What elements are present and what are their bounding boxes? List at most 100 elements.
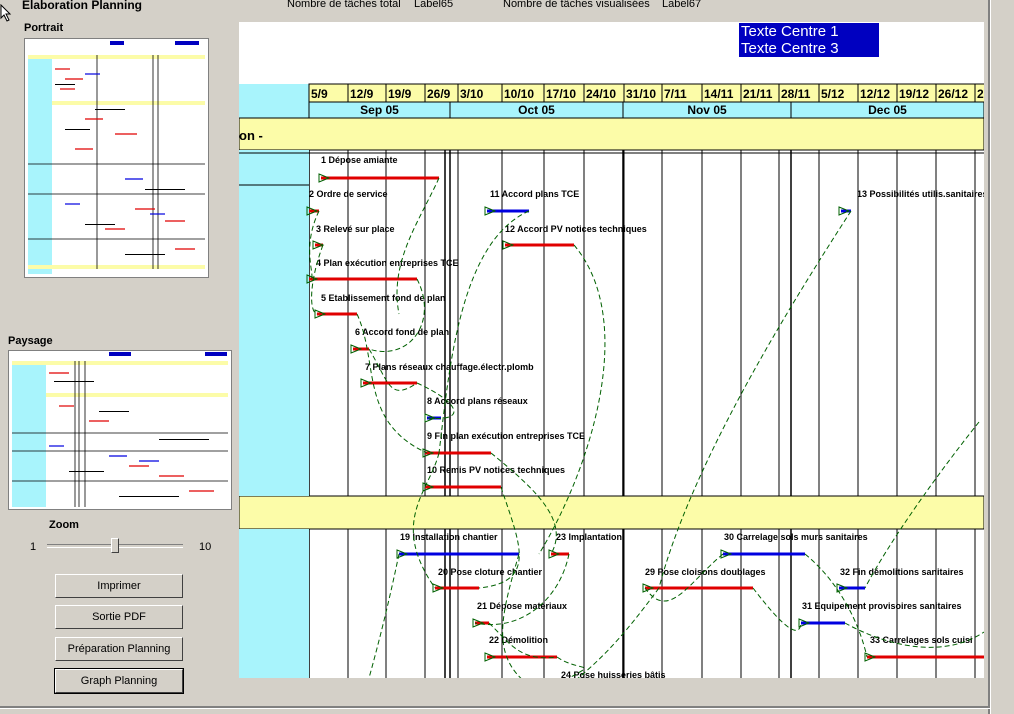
dependency-link [368,278,425,352]
task-label: 1 Dépose amiante [321,155,398,165]
week-label: 26/12 [938,87,968,101]
task-link-arrow [472,618,485,628]
week-label: 12/9 [350,87,374,101]
dependency-link [308,210,320,280]
task-link-arrow [318,173,331,183]
task-label: 33 Carrelages sols cuisi [870,635,973,645]
paysage-label: Paysage [8,335,53,347]
task-label: 6 Accord fond de plan [355,327,449,337]
week-label: 28/11 [781,87,811,101]
task-label: 32 Fin démolitions sanitaires [840,567,964,577]
task-link-arrow [314,309,327,319]
week-label: 3/10 [460,87,484,101]
centre-text-3: Texte Centre 3 [741,40,839,57]
week-label: 7/11 [664,87,687,101]
graph-planning-button[interactable]: Graph Planning [54,668,184,694]
week-label: 31/10 [626,87,656,101]
total-tasks-label: Nombre de tâches total [287,0,401,10]
week-label: 19/9 [388,87,412,101]
week-label: 5/12 [821,87,845,101]
dependency-link [752,587,802,631]
task-label: 20 Pose cloture chantier [438,567,543,577]
zoom-slider-thumb[interactable] [111,538,119,553]
task-link-arrow [422,448,435,458]
task-link-arrow [720,549,733,559]
month-label: Oct 05 [518,103,555,117]
task-label: 22 Démolition [489,635,548,645]
dependency-link [396,177,440,315]
paysage-preview[interactable] [8,350,232,510]
task-link-arrow [312,240,325,250]
task-link-arrow [396,549,409,559]
task-label: 5 Etablissement fond de plan [321,293,446,303]
task-label: 10 Remis PV notices techniques [427,465,565,475]
task-label: 21 Dépose materiaux [477,601,567,611]
dependency-link [311,244,324,315]
month-label: Nov 05 [687,103,727,117]
dependency-link [658,210,852,589]
zoom-max-label: 10 [199,541,212,553]
centre-text-box: Texte Centre 1 Texte Centre 3 [739,23,879,57]
week-label: 2 [977,87,984,101]
task-link-arrow [548,549,561,559]
portrait-preview[interactable] [24,38,209,278]
task-label: 19 Installation chantier [400,532,498,542]
week-label: 14/11 [704,87,734,101]
week-cell [974,83,984,103]
task-label: 29 Pose cloisons doublages [645,567,766,577]
task-label: 4 Plan exécution entreprises TCE [316,258,459,268]
section-band [239,117,984,151]
task-link-arrow [484,206,497,216]
dependency-link [368,348,418,391]
task-label: 2 Ordre de service [309,189,388,199]
dependency-link [438,210,530,454]
section-label: on - [239,128,263,143]
dependency-link [368,553,400,678]
task-link-arrow [350,344,363,354]
section-band-2 [239,495,984,530]
week-label: 21/11 [743,87,773,101]
visible-tasks-value: Label67 [662,0,702,10]
portrait-label: Portrait [24,22,64,34]
week-label: 19/12 [899,87,929,101]
total-tasks-value: Label65 [414,0,454,10]
month-label: Sep 05 [360,103,399,117]
visible-tasks-label: Nombre de tâches visualisées [503,0,650,10]
task-link-arrow [798,618,811,628]
gantt-side-band-2 [239,529,309,678]
zoom-label: Zoom [49,519,79,531]
task-label: 30 Carrelage sols murs sanitaires [724,532,868,542]
task-link-arrow [642,583,655,593]
task-label: 7 Plans réseaux chauffage.électr.plomb [365,362,534,372]
task-link-arrow [838,206,851,216]
task-link-arrow [864,652,877,662]
dependency-link [644,553,724,602]
window-right-edge [988,0,991,714]
mouse-cursor-icon [0,3,12,25]
task-label: 23 Implantation [556,532,622,542]
dependency-link [844,622,984,648]
preparation-planning-button[interactable]: Préparation Planning [55,637,183,661]
week-label: 24/10 [586,87,616,101]
week-label: 26/9 [427,87,451,101]
task-link-arrow [422,482,435,492]
pdf-export-button[interactable]: Sortie PDF [55,605,183,629]
week-label: 12/12 [860,87,890,101]
dependency-link [490,452,557,555]
print-button[interactable]: Imprimer [55,574,183,598]
task-link-arrow [432,583,445,593]
task-label: 11 Accord plans TCE [490,189,579,199]
task-link-arrow [836,583,849,593]
dependency-link [864,421,980,589]
window-title: Elaboration Planning [22,0,143,12]
task-label: 8 Accord plans réseaux [427,396,528,406]
dependency-link [478,486,520,589]
dependency-link [474,553,570,625]
task-label: 12 Accord PV notices techniques [505,224,647,234]
task-label: 13 Possibilités utilis.sanitaires [857,189,984,199]
task-link-arrow [484,652,497,662]
zoom-slider[interactable] [47,538,183,553]
month-label: Dec 05 [868,103,907,117]
